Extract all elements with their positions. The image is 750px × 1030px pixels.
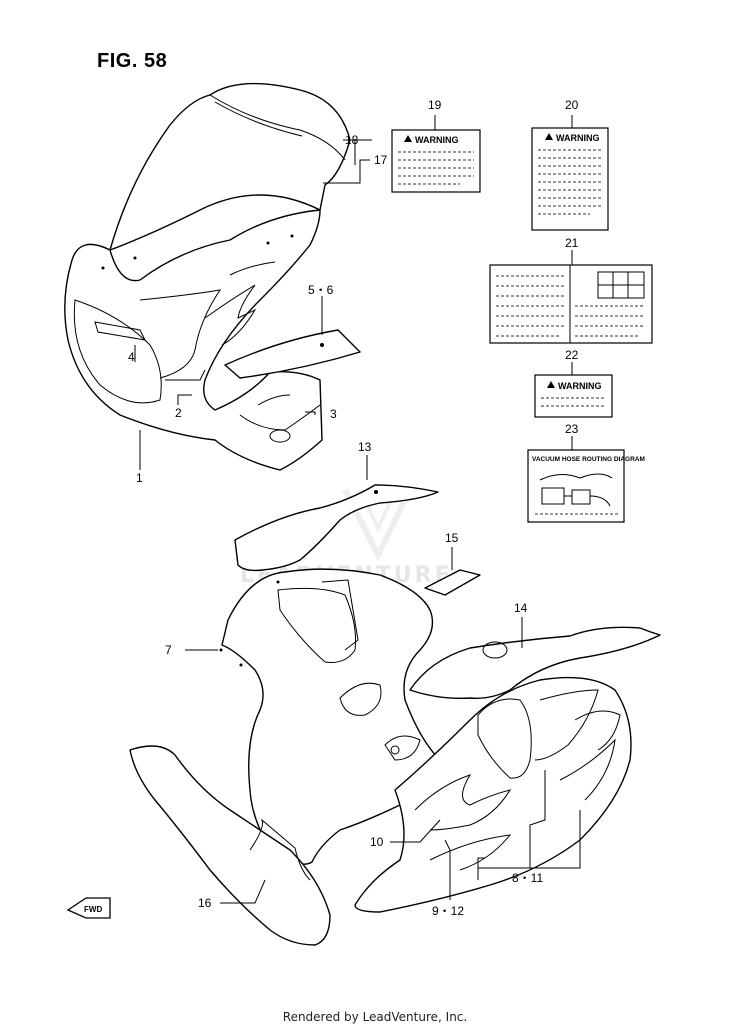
pad-15: [424, 569, 481, 596]
callout-18: 18: [345, 133, 359, 147]
leader-lines: [134, 115, 581, 904]
side-panel-14: [409, 626, 661, 700]
upper-cowling: [64, 82, 351, 471]
callout-8-11: 8・11: [512, 871, 543, 885]
warning-19-text: WARNING: [415, 135, 459, 145]
vacuum-hose-label-23: VACUUM HOSE ROUTING DIAGRAM: [527, 449, 645, 523]
callout-22: 22: [565, 348, 579, 362]
warning-label-20: WARNING: [531, 127, 609, 231]
warning-22-text: WARNING: [558, 381, 602, 391]
callout-numbers: 1 2 3 4 5・6 7 8・11 9・12 10 13 14 15 16 1…: [128, 98, 579, 918]
figure-title: FIG. 58: [97, 50, 168, 72]
info-label-21: [489, 264, 653, 344]
inner-panel-13: [234, 484, 439, 572]
warning-20-text: WARNING: [556, 133, 600, 143]
callout-23: 23: [565, 422, 579, 436]
fwd-arrow-icon: FWD: [66, 897, 111, 919]
callout-9-12: 9・12: [432, 904, 464, 918]
callout-21: 21: [565, 236, 579, 250]
callout-10: 10: [370, 835, 384, 849]
warning-label-22: WARNING: [534, 374, 613, 418]
render-credit: Rendered by LeadVenture, Inc.: [282, 1010, 468, 1024]
callout-19: 19: [428, 98, 442, 112]
fwd-text: FWD: [84, 905, 102, 914]
lower-fairing-16: [129, 745, 331, 946]
callout-4: 4: [128, 350, 135, 364]
callout-14: 14: [514, 601, 528, 615]
callout-20: 20: [565, 98, 579, 112]
callout-5-6: 5・6: [308, 283, 334, 297]
callout-7: 7: [165, 643, 172, 657]
cover-plate: [224, 329, 361, 379]
callout-3: 3: [330, 407, 337, 421]
callout-13: 13: [358, 440, 372, 454]
warning-label-19: WARNING: [391, 129, 481, 193]
callout-1: 1: [136, 471, 143, 485]
callout-2: 2: [175, 406, 182, 420]
callout-15: 15: [445, 531, 459, 545]
vacuum-23-text: VACUUM HOSE ROUTING DIAGRAM: [532, 456, 645, 463]
callout-17: 17: [374, 153, 388, 167]
callout-16: 16: [198, 896, 212, 910]
lower-fairing-edge: [249, 818, 311, 881]
